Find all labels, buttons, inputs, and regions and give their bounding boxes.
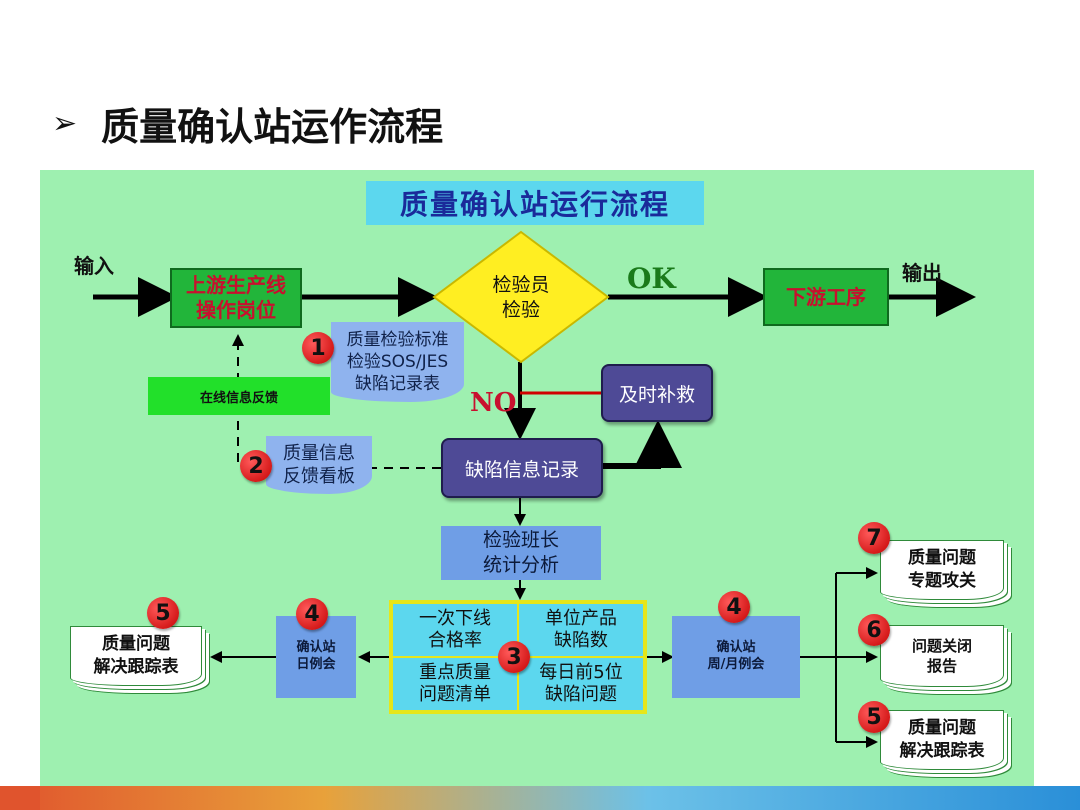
slide-title: ➢ 质量确认站运作流程 [52,98,444,149]
metrics-grid: 一次下线 合格率 单位产品 缺陷数 重点质量 问题清单 每日前5位 缺陷问题 [389,600,647,714]
downstream-process-box: 下游工序 [763,268,889,326]
defect-record-box: 缺陷信息记录 [441,438,603,498]
no-label: NO [470,388,517,418]
title-arrow-icon: ➢ [52,105,78,141]
bottom-corner-accent [0,786,40,810]
output-label: 输出 [902,261,942,285]
ok-label: OK [627,262,676,295]
upstream-production-box: 上游生产线 操作岗位 [170,268,302,328]
bottom-decoration-band [0,786,1080,810]
metric-first-pass-yield: 一次下线 合格率 [392,603,518,657]
online-feedback-bar: 在线信息反馈 [148,377,330,415]
step-badge-7: 7 [858,522,890,554]
step-badge-5-right: 5 [858,701,890,733]
left-tracking-doc: 质量问题 解决跟踪表 [70,626,202,686]
step-badge-4-right: 4 [718,591,750,623]
timely-remedy-box: 及时补救 [601,364,713,422]
step-badge-1: 1 [302,332,334,364]
metric-key-issues-list: 重点质量 问题清单 [392,657,518,711]
quality-info-board-doc: 质量信息 反馈看板 [266,436,372,494]
input-label: 输入 [74,254,114,278]
step-badge-6: 6 [858,614,890,646]
step-badge-2: 2 [240,450,272,482]
step-badge-4-left: 4 [296,598,328,630]
weekly-monthly-meeting-box: 确认站 周/月例会 [672,616,800,698]
metric-defects-per-unit: 单位产品 缺陷数 [518,603,644,657]
team-lead-analysis-box: 检验班长 统计分析 [441,526,601,580]
inspection-standards-doc: 质量检验标准 检验SOS/JES 缺陷记录表 [331,322,464,402]
right-tracking-doc: 质量问题 解决跟踪表 [880,710,1004,770]
issue-closure-report-doc: 问题关闭 报告 [880,625,1004,687]
step-badge-3: 3 [498,641,530,673]
special-project-doc: 质量问题 专题攻关 [880,540,1004,600]
step-badge-5-left: 5 [147,597,179,629]
inspector-diamond [432,230,610,364]
daily-meeting-box: 确认站 日例会 [276,616,356,698]
diagram-title: 质量确认站运行流程 [366,181,704,225]
inspector-text: 检验员 检验 [492,274,550,321]
metric-top5-defects: 每日前5位 缺陷问题 [518,657,644,711]
slide-title-text: 质量确认站运作流程 [101,104,444,149]
